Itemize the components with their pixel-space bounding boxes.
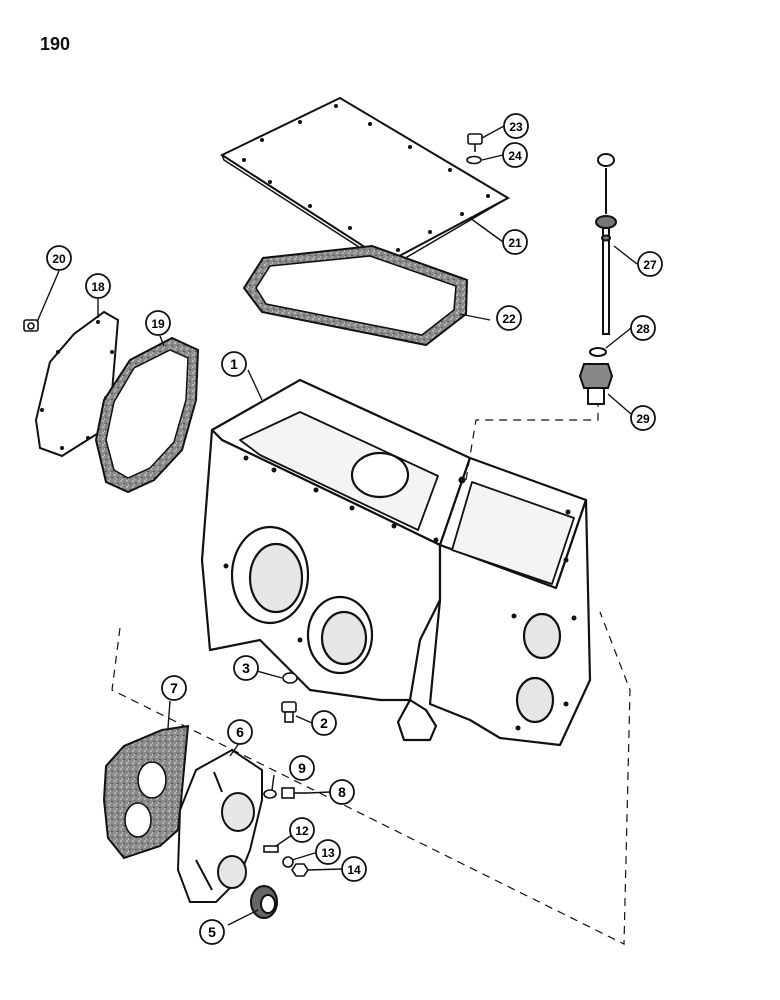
callout-label: 19: [151, 317, 165, 331]
callout-label: 9: [298, 760, 306, 776]
callout-1: 1: [221, 351, 247, 377]
drain-plug: [281, 701, 297, 723]
callout-6: 6: [227, 719, 253, 745]
callout-8: 8: [329, 779, 355, 805]
callout-27: 27: [637, 251, 663, 277]
nut-14: [291, 863, 309, 877]
callout-5: 5: [199, 919, 225, 945]
alignment-lines: [111, 404, 631, 945]
bearing-retainer: [176, 748, 263, 903]
callout-label: 8: [338, 784, 346, 800]
top-cover-plate: [219, 96, 511, 268]
callout-label: 22: [502, 312, 516, 326]
callout-23: 23: [503, 113, 529, 139]
callout-label: 13: [321, 846, 335, 860]
oil-seal: [250, 885, 278, 919]
o-ring: [589, 347, 607, 357]
callout-3: 3: [233, 655, 259, 681]
callout-label: 28: [636, 322, 650, 336]
callout-label: 3: [242, 660, 250, 676]
callout-label: 14: [347, 863, 361, 877]
callout-label: 23: [509, 120, 523, 134]
side-gasket: [94, 336, 200, 494]
top-gasket: [242, 244, 469, 347]
dipstick-tube-fitting: [578, 363, 614, 405]
callout-label: 7: [170, 680, 178, 696]
callout-9: 9: [289, 755, 315, 781]
callout-label: 6: [236, 724, 244, 740]
callout-label: 5: [208, 924, 216, 940]
callout-7: 7: [161, 675, 187, 701]
callout-label: 2: [320, 715, 328, 731]
callout-12: 12: [289, 817, 315, 843]
washer-3: [282, 672, 298, 684]
callout-14: 14: [341, 856, 367, 882]
dipstick: [595, 153, 617, 335]
transmission-housing: [200, 378, 592, 747]
washer-13: [282, 856, 294, 868]
callout-2: 2: [311, 710, 337, 736]
callout-18: 18: [85, 273, 111, 299]
callout-24: 24: [502, 142, 528, 168]
page-number: 190: [40, 34, 71, 54]
callout-label: 21: [508, 236, 522, 250]
fitting-20: [23, 319, 39, 332]
callout-19: 19: [145, 310, 171, 336]
callout-label: 27: [643, 258, 657, 272]
callout-22: 22: [496, 305, 522, 331]
washer-9: [263, 789, 277, 799]
stud-12: [263, 845, 279, 853]
callout-label: 29: [636, 412, 650, 426]
rear-gasket: [102, 724, 190, 860]
cap-screw-8: [281, 787, 308, 799]
callout-13: 13: [315, 839, 341, 865]
callout-label: 20: [52, 252, 66, 266]
callout-28: 28: [630, 315, 656, 341]
cap-screw-23: [467, 133, 483, 152]
callout-label: 12: [295, 824, 309, 838]
callout-label: 18: [91, 280, 105, 294]
callout-label: 24: [508, 149, 522, 163]
callout-label: 1: [230, 356, 238, 372]
washer-24: [466, 155, 482, 165]
callout-29: 29: [630, 405, 656, 431]
callout-20: 20: [46, 245, 72, 271]
callout-21: 21: [502, 229, 528, 255]
